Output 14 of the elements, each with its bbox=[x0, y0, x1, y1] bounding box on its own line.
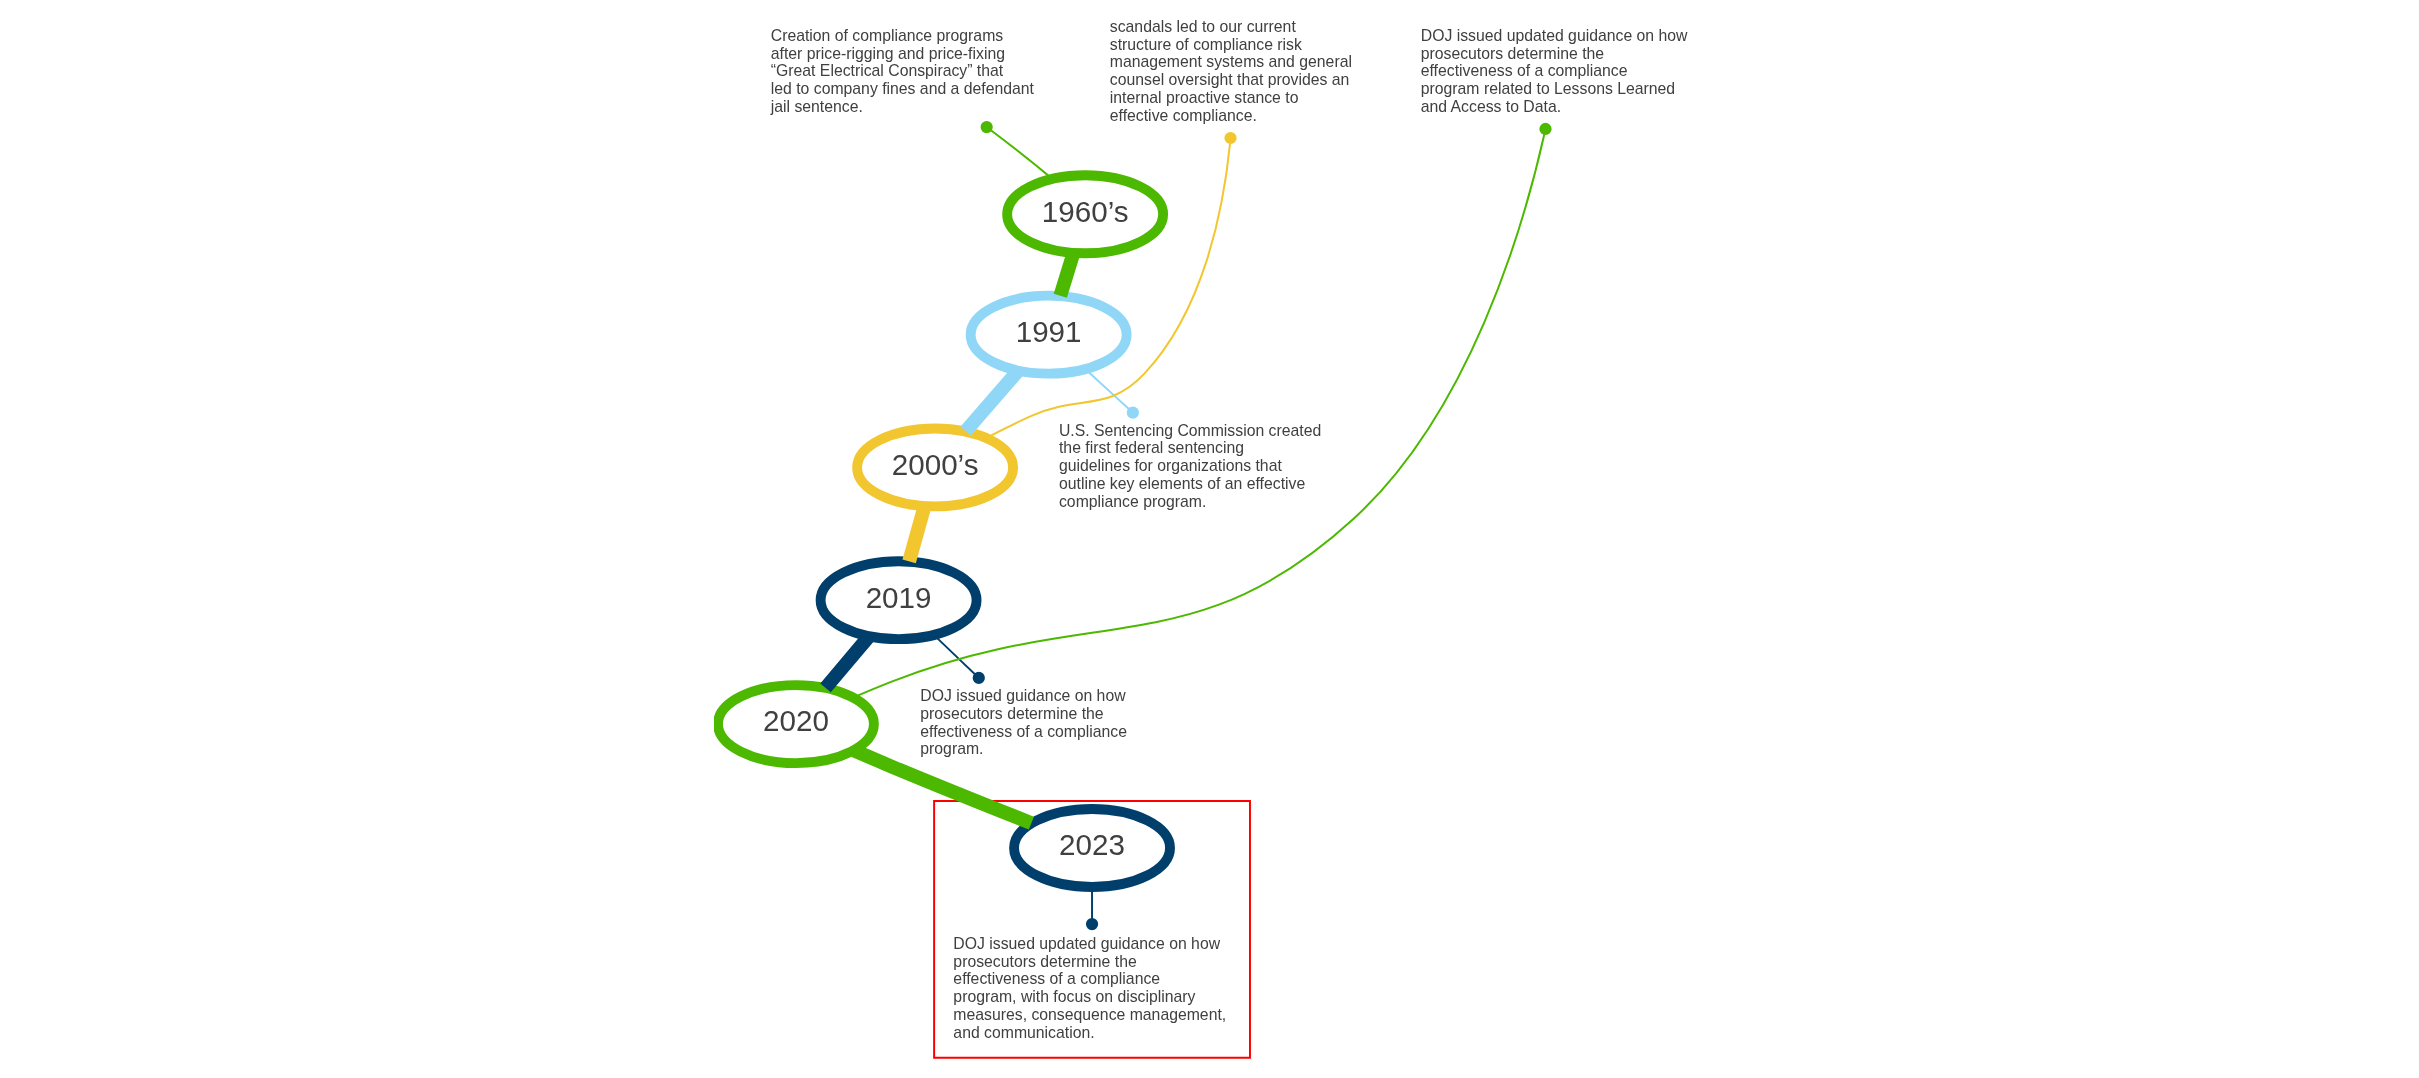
node-ellipse: 2023 bbox=[1008, 804, 1175, 892]
connector bbox=[851, 122, 1552, 699]
node-text: U.S. Sentencing Commission created the first federal sentencing guidelines for organizations that outline key elements of an effective compliance program. bbox=[1058, 421, 1321, 510]
node-text: Creation of compliance programs after price-rigging and price-fixing “Great Electrical Conspiracy” that led to company fines and a defendant jail sentence. bbox=[770, 26, 1034, 115]
node-text: DOJ issued updated guidance on how prosecutors determine the effectiveness of a compliance program, with focus on disciplinary measures, consequence management, and communication. bbox=[952, 934, 1226, 1041]
node-ellipse: 1960’s bbox=[1001, 170, 1168, 259]
node-ellipse: 2000’s bbox=[851, 423, 1018, 512]
node-text: DOJ issued updated guidance on how prosecutors determine the effectiveness of a compliance program related to Lessons Learned and Access to Data. bbox=[1420, 26, 1687, 115]
node-text: DOJ issued guidance on how prosecutors determine the effectiveness of a compliance program. bbox=[919, 687, 1127, 758]
node-ellipse: 2019 bbox=[815, 556, 981, 645]
node-ellipse: 2020 bbox=[713, 680, 879, 768]
cluster bbox=[932, 800, 1251, 1059]
node-ellipse: 1991 bbox=[965, 290, 1132, 379]
node-text: scandals led to our current structure of compliance risk management systems and general counsel oversight that provides an internal proactive stance to effective compliance. bbox=[1109, 17, 1352, 124]
